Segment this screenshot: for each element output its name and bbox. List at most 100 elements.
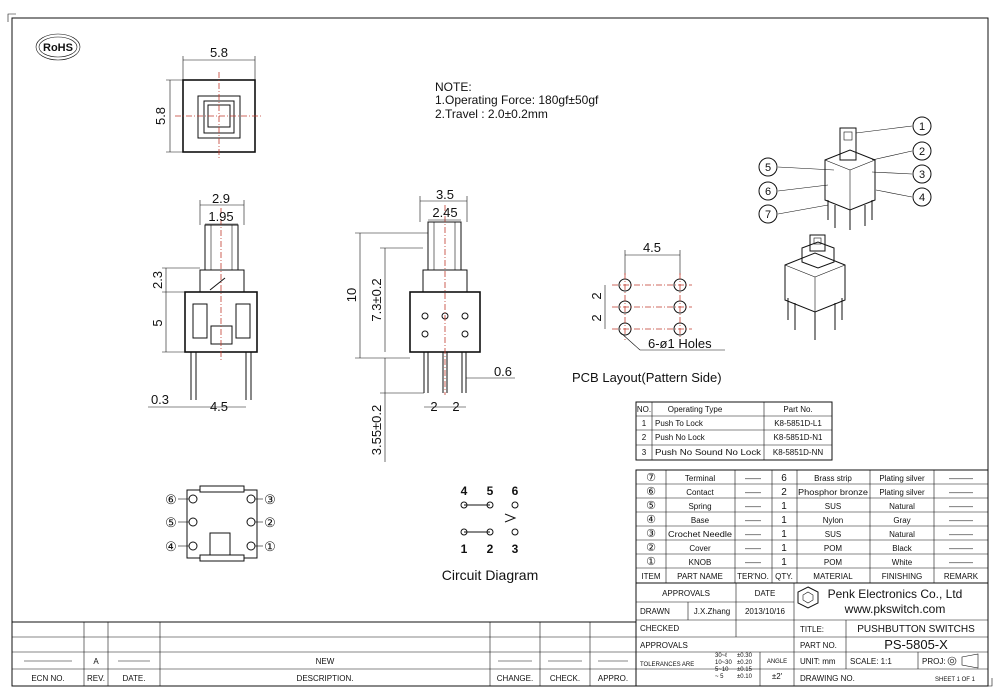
op-header-no: NO. xyxy=(637,405,651,414)
dim-front-2-3: 2.3 xyxy=(150,271,165,289)
bom-3-name: Spring xyxy=(688,502,711,511)
op-row-2-part: K8-5851D-N1 xyxy=(774,433,823,442)
bom-5-ter: —— xyxy=(745,530,761,539)
tb-approvals-2: APPROVALS xyxy=(640,641,688,650)
bom-header-ter: TER'NO. xyxy=(737,572,769,581)
dim-front-4-5: 4.5 xyxy=(210,399,228,414)
dim-front-5: 5 xyxy=(150,319,165,326)
bom-3-qty: 1 xyxy=(781,501,787,512)
tb-unit: UNIT: mm xyxy=(800,657,836,666)
bom-1-rem: ——— xyxy=(949,474,973,483)
assembled-iso-view xyxy=(784,234,846,340)
bom-7-name: KNOB xyxy=(689,558,712,567)
bom-4-mat: Nylon xyxy=(823,516,843,525)
tb-tol-range-4: ~ 5 xyxy=(715,674,724,680)
bom-4-fin: Gray xyxy=(893,516,910,525)
projection-symbol-icon xyxy=(947,653,979,669)
bom-6-rem: ——— xyxy=(949,544,973,553)
dim-top-height: 5.8 xyxy=(153,107,168,125)
callout-1: 1 xyxy=(919,121,925,133)
circuit-bottom-1: 1 xyxy=(461,542,468,556)
bom-3-rem: ——— xyxy=(949,502,973,511)
top-view: 5.8 5.8 xyxy=(153,45,262,160)
tb-tol-range-2: 10~30 xyxy=(715,660,733,666)
tb-title-label: TITLE: xyxy=(800,625,824,634)
note-line-1: 1.Operating Force: 180gf±50gf xyxy=(435,93,599,107)
pin-label-5: ⑤ xyxy=(165,515,177,530)
circuit-top-6: 6 xyxy=(512,484,519,498)
bom-4-item: ④ xyxy=(646,514,656,526)
tb-part-no-label: PART NO. xyxy=(800,641,837,650)
pin-bottom-view: ⑥ ⑤ ④ ③ ② ① xyxy=(165,485,276,562)
bom-1-ter: —— xyxy=(745,474,761,483)
bom-2-rem: ——— xyxy=(949,488,973,497)
bom-7-ter: —— xyxy=(745,558,761,567)
pcb-layout-title: PCB Layout(Pattern Side) xyxy=(572,370,722,385)
tb-approvals: APPROVALS xyxy=(662,589,710,598)
bom-5-mat: SUS xyxy=(825,530,841,539)
tb-checked: CHECKED xyxy=(640,624,679,633)
op-row-2-no: 2 xyxy=(642,433,647,442)
bom-4-rem: ——— xyxy=(949,516,973,525)
dim-side-10: 10 xyxy=(344,288,359,302)
op-row-1-type: Push To Lock xyxy=(655,419,704,428)
rev-header-description: DESCRIPTION. xyxy=(297,674,354,683)
tb-scale: SCALE: 1:1 xyxy=(850,657,892,666)
bom-1-mat: Brass strip xyxy=(814,474,852,483)
bom-2-ter: —— xyxy=(745,488,761,497)
pin-label-3: ③ xyxy=(264,492,276,507)
op-row-1-no: 1 xyxy=(642,419,647,428)
bom-2-mat: Phosphor bronze xyxy=(798,488,869,497)
tb-tol-value-1: ±0.30 xyxy=(737,653,753,659)
circuit-diagram-title: Circuit Diagram xyxy=(442,567,538,583)
bom-header-part: PART NAME xyxy=(677,572,723,581)
bom-7-mat: POM xyxy=(824,558,843,567)
op-header-part: Part No. xyxy=(783,405,812,414)
bom-1-item: ⑦ xyxy=(646,472,656,484)
rev-new: NEW xyxy=(316,657,335,666)
bom-2-fin: Plating silver xyxy=(879,488,925,497)
dim-front-1-95: 1.95 xyxy=(208,209,233,224)
bom-5-qty: 1 xyxy=(781,529,787,540)
tb-tol-range-3: 5~10 xyxy=(715,667,729,673)
tb-website: www.pkswitch.com xyxy=(844,602,946,616)
tb-tolerances: TOLERANCES ARE xyxy=(640,662,694,668)
rev-header-change: CHANGE. xyxy=(497,674,533,683)
note-line-2: 2.Travel : 2.0±0.2mm xyxy=(435,107,548,121)
circuit-top-5: 5 xyxy=(487,484,494,498)
dim-side-3-55: 3.55±0.2 xyxy=(369,405,384,456)
tb-tol-value-2: ±0.20 xyxy=(737,660,753,666)
bom-1-fin: Plating silver xyxy=(879,474,925,483)
tb-date: DATE xyxy=(755,589,776,598)
tb-sheet: SHEET 1 OF 1 xyxy=(935,677,976,683)
bom-6-item: ② xyxy=(646,542,656,554)
notes-block: NOTE: 1.Operating Force: 180gf±50gf 2.Tr… xyxy=(435,80,599,121)
bom-4-qty: 1 xyxy=(781,515,787,526)
bom-6-fin: Black xyxy=(892,544,913,553)
circuit-bottom-3: 3 xyxy=(512,542,519,556)
tb-part-no-value: PS-5805-X xyxy=(884,637,948,652)
callout-4: 4 xyxy=(919,192,925,204)
pin-label-4: ④ xyxy=(165,539,177,554)
dim-side-2-left: 2 xyxy=(430,399,437,414)
dim-pcb-2-upper: 2 xyxy=(589,292,604,299)
op-row-1-part: K8-5851D-L1 xyxy=(774,419,822,428)
bom-5-item: ③ xyxy=(646,528,656,540)
dim-side-7-3: 7.3±0.2 xyxy=(369,278,384,321)
tb-angle-value: ±2' xyxy=(772,672,783,681)
title-block: APPROVALS DATE DRAWN J.X.Zhang 2013/10/1… xyxy=(635,582,989,687)
op-row-2-type: Push No Lock xyxy=(655,433,706,442)
circuit-bottom-2: 2 xyxy=(487,542,494,556)
note-title: NOTE: xyxy=(435,80,472,94)
rev-value: A xyxy=(93,657,99,666)
bom-6-name: Cover xyxy=(689,544,711,553)
bom-3-fin: Natural xyxy=(889,502,915,511)
rev-header-check: CHECK. xyxy=(550,674,580,683)
bom-7-qty: 1 xyxy=(781,557,787,568)
callout-5: 5 xyxy=(765,162,771,174)
dim-pcb-4-5: 4.5 xyxy=(643,240,661,255)
tb-proj: PROJ: xyxy=(922,657,946,666)
callout-3: 3 xyxy=(919,169,925,181)
op-row-3-type: Push No Sound No Lock xyxy=(655,448,762,457)
side-view: 3.5 2.45 10 7.3±0.2 3.55±0.2 0.6 2 2 xyxy=(344,187,515,462)
